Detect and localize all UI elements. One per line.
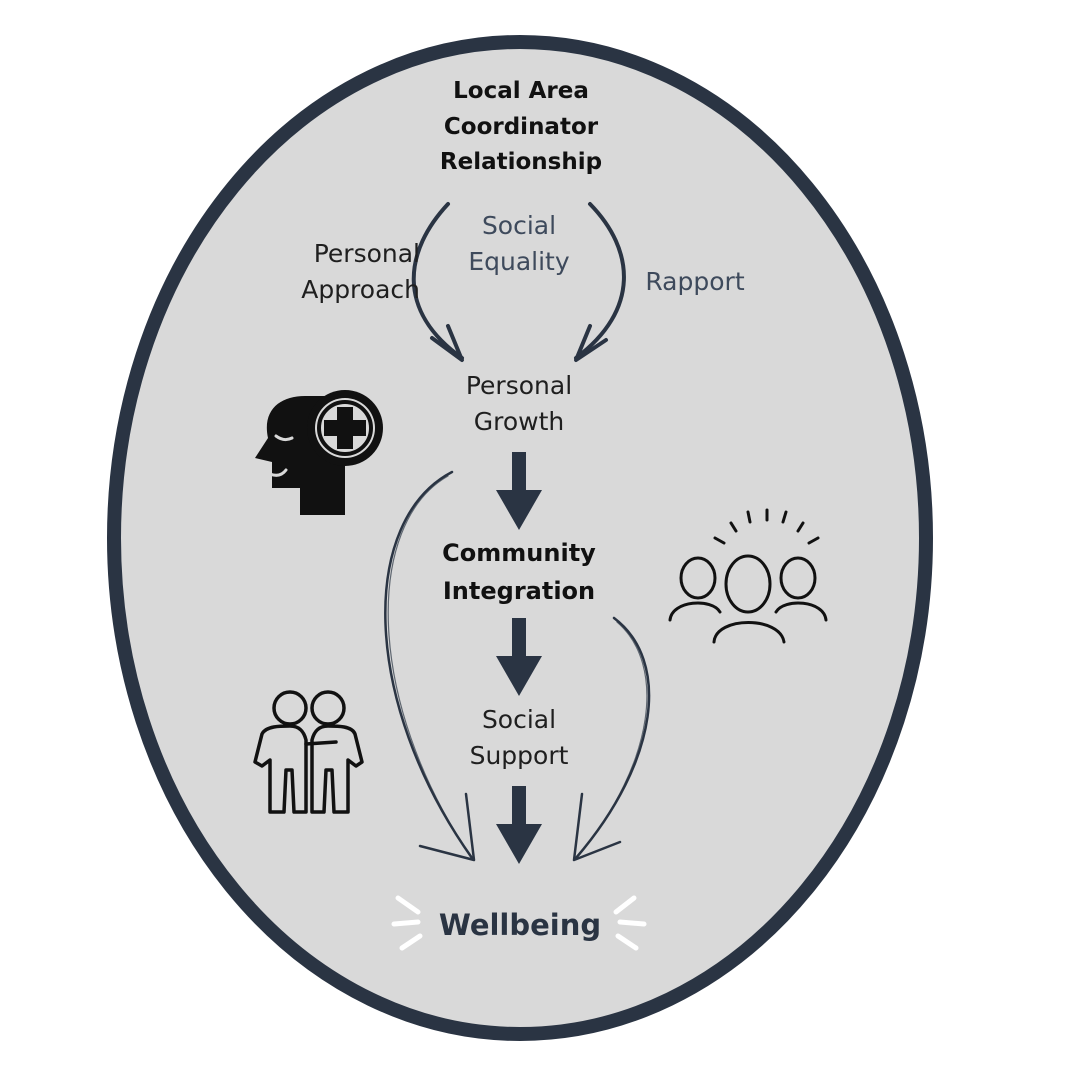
edge-label-personal-approach: Personal Approach (301, 239, 420, 305)
node-lac-relationship: Local Area Coordinator Relationship (439, 78, 603, 176)
arrow-personal-approach-head (430, 324, 464, 362)
head-with-plus-icon (255, 390, 383, 515)
arrow-personal-approach (411, 202, 464, 360)
arrow-rapport (574, 202, 626, 360)
edge-label-social-equality: Social Equality (468, 211, 570, 277)
wellbeing-burst-icon (391, 895, 647, 951)
arrow-growth-to-integration (496, 452, 542, 530)
arrow-support-to-wellbeing (496, 786, 542, 864)
oval-frame (107, 35, 933, 1041)
arrow-rapport-head (574, 324, 608, 362)
sketch-arrow-right-2 (577, 621, 648, 857)
node-social-support: Social Support (469, 705, 569, 771)
node-community-integration: Community Integration (442, 539, 596, 606)
group-of-people-icon (668, 508, 828, 644)
sketch-arrow-right-head (572, 792, 622, 862)
edge-label-rapport: Rapport (645, 267, 745, 296)
sketch-arrow-left (384, 470, 474, 860)
arrow-integration-to-support (496, 618, 542, 696)
sketch-arrow-left-2 (387, 475, 471, 856)
node-wellbeing: Wellbeing (438, 908, 602, 942)
node-personal-growth: Personal Growth (465, 371, 573, 437)
two-people-embracing-icon (253, 690, 364, 814)
sketch-arrow-left-head (418, 792, 476, 862)
